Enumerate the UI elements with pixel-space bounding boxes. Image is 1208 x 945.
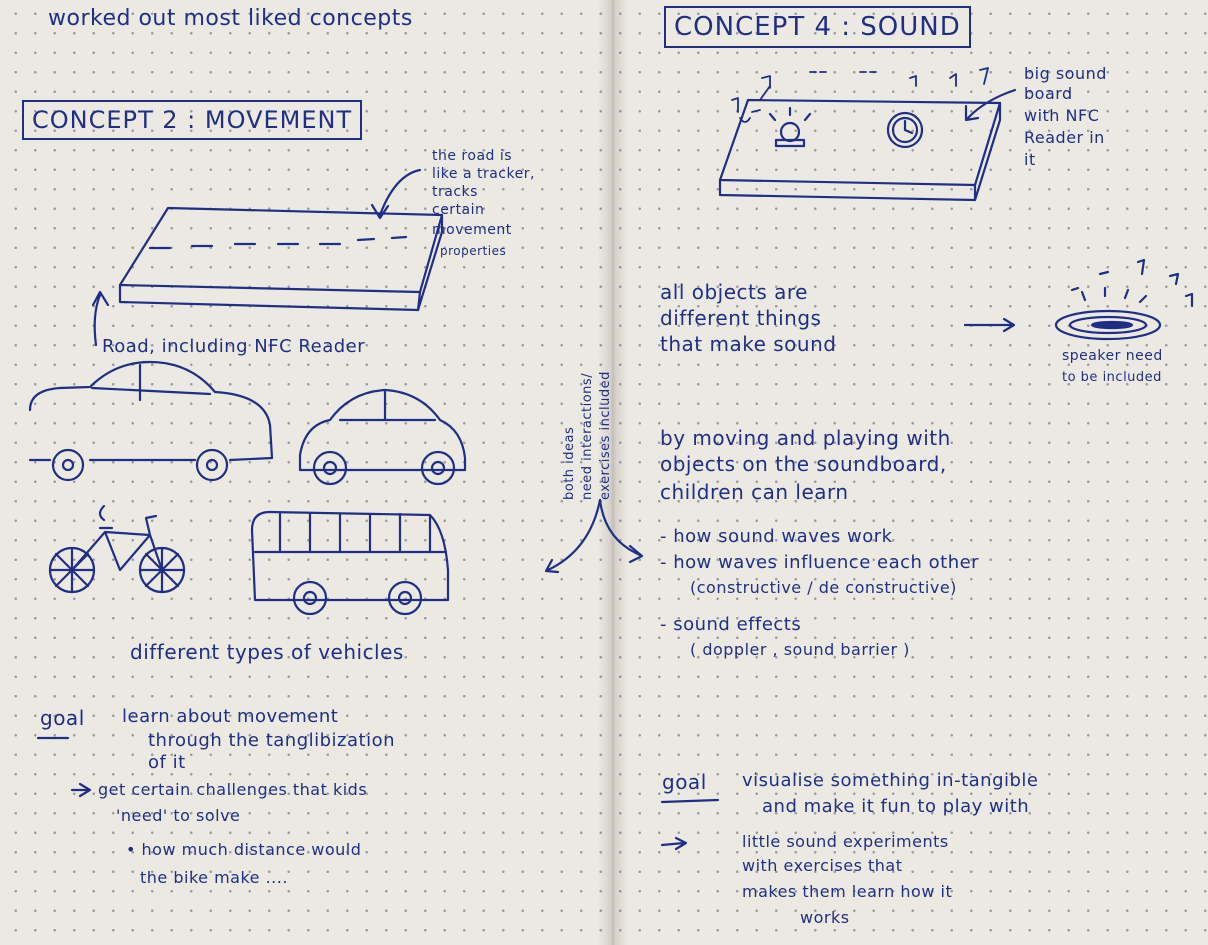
arrow-note-line: get certain challenges that kids: [98, 780, 367, 799]
arrow-note-line: little sound experiments: [742, 832, 949, 851]
arrow-icon: [662, 838, 686, 849]
road-sketch: [93, 170, 442, 345]
learn-intro-line: objects on the soundboard,: [660, 452, 947, 476]
objects-text-line: that make sound: [660, 332, 836, 356]
objects-text-line: all objects are: [660, 280, 808, 304]
road-annotation-line: movement: [432, 222, 512, 238]
goal-label: goal: [662, 770, 707, 794]
car-sketch: [30, 362, 272, 480]
board-annotation-line: with NFC: [1024, 106, 1099, 125]
goal-text-line: learn about movement: [122, 706, 338, 727]
goal-text-line: visualise something in-tangible: [742, 770, 1039, 791]
arrow-icon: [965, 319, 1014, 331]
board-annotation-line: it: [1024, 150, 1036, 169]
speaker-sketch: [1056, 260, 1192, 339]
split-arrow-icon: [546, 500, 642, 572]
road-annotation-line: certain: [432, 202, 484, 218]
learn-item: (constructive / de constructive): [690, 578, 957, 597]
vehicles-caption: different types of vehicles: [130, 640, 404, 664]
road-annotation-line: the road is: [432, 148, 512, 164]
learn-item: - how sound waves work: [660, 526, 893, 547]
board-annotation-line: board: [1024, 84, 1073, 103]
arrow-note-line: works: [800, 908, 850, 927]
sound-board-sketch: [720, 90, 1015, 200]
objects-text-line: different things: [660, 306, 821, 330]
goal-label: goal: [40, 706, 85, 730]
road-annotation-line: tracks: [432, 184, 478, 200]
road-label: Road, including NFC Reader: [102, 336, 365, 357]
spine-note-line: need interactions/: [580, 373, 595, 500]
concept-2-title: CONCEPT 2 : MOVEMENT: [22, 100, 362, 140]
car-sketch: [300, 390, 465, 484]
learn-item: - sound effects: [660, 614, 801, 635]
header-note: worked out most liked concepts: [48, 6, 413, 31]
learn-item: ( doppler , sound barrier ): [690, 640, 910, 659]
road-annotation-line: like a tracker,: [432, 166, 535, 182]
arrow-note-line: with exercises that: [742, 856, 902, 875]
arrow-icon: [72, 784, 90, 796]
goal-text-line: through the tanglibization: [148, 730, 395, 751]
goal-text-line: of it: [148, 752, 186, 773]
learn-intro-line: children can learn: [660, 480, 849, 504]
spine-note-line: both ideas: [562, 427, 577, 500]
arrow-note-line: the bike make ....: [140, 868, 288, 887]
spine-note-line: exercises included: [598, 371, 613, 500]
arrow-note-line: makes them learn how it: [742, 882, 952, 901]
speaker-note-line: speaker need: [1062, 348, 1163, 364]
board-annotation-line: big sound: [1024, 64, 1107, 83]
learn-intro-line: by moving and playing with: [660, 426, 951, 450]
board-annotation-line: Reader in: [1024, 128, 1105, 147]
speaker-note-line: to be included: [1062, 370, 1162, 385]
road-annotation-line: properties: [440, 244, 506, 258]
bicycle-sketch: [50, 506, 184, 592]
arrow-note-line: 'need' to solve: [116, 806, 240, 825]
bus-sketch: [252, 512, 448, 614]
arrow-note-line: • how much distance would: [126, 840, 361, 859]
concept-4-title: CONCEPT 4 : SOUND: [664, 6, 971, 48]
goal-underline: [662, 800, 718, 802]
goal-text-line: and make it fun to play with: [762, 796, 1029, 817]
learn-item: - how waves influence each other: [660, 552, 979, 573]
